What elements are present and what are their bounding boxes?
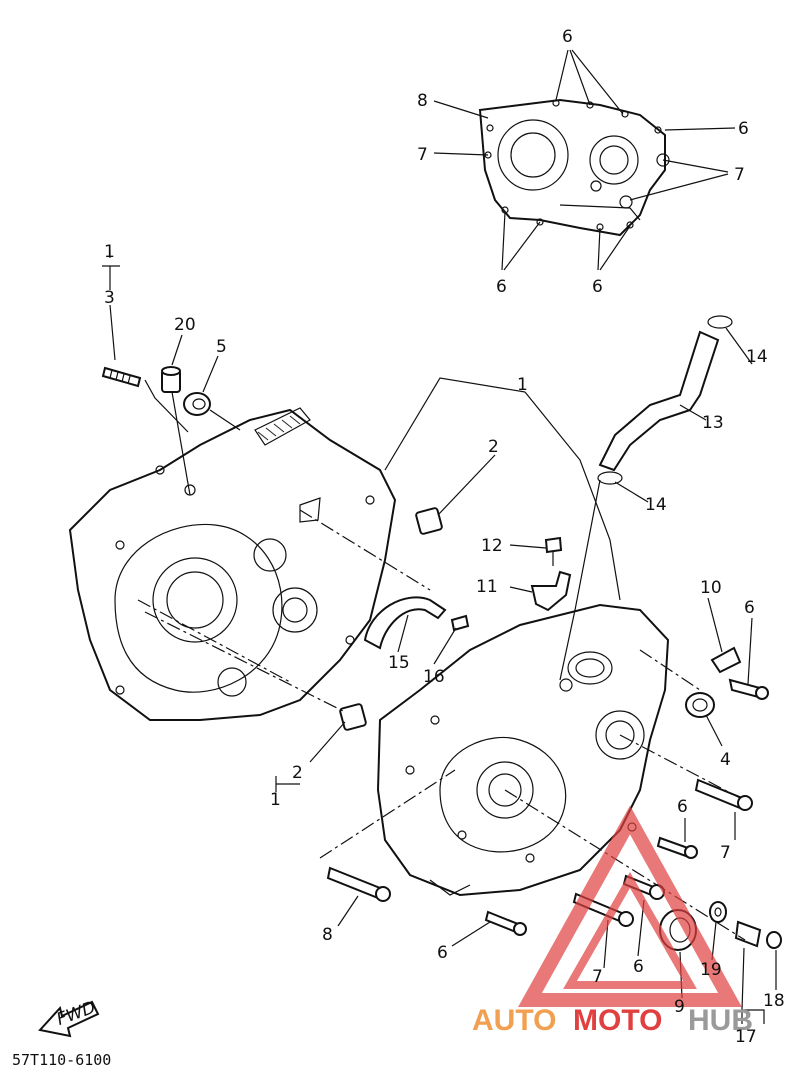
washer-19 <box>709 901 727 923</box>
bolt-6-lower <box>484 910 527 936</box>
washer-18 <box>766 931 782 949</box>
label-14-mid: 14 <box>645 495 667 515</box>
part-code: 57T110-6100 <box>12 1051 111 1069</box>
leader-lines <box>102 250 777 1024</box>
watermark-text: AUTO MOTO HUB <box>472 1004 753 1037</box>
label-11: 11 <box>476 577 498 597</box>
label-6-right-a: 6 <box>744 598 755 618</box>
watermark-part2: MOTO <box>573 1004 662 1037</box>
gasket-leader-lines <box>433 49 736 271</box>
label-4: 4 <box>720 750 731 770</box>
label-17: 17 <box>735 1027 757 1047</box>
watermark-part3: HUB <box>688 1004 753 1037</box>
label-2-lower: 2 <box>292 763 303 783</box>
label-6-gasket-br: 6 <box>592 277 603 297</box>
label-1-center: 1 <box>517 375 528 395</box>
label-6-gasket-bl: 6 <box>496 277 507 297</box>
crankcase-gasket <box>478 98 670 237</box>
label-14-top: 14 <box>746 347 768 367</box>
label-15: 15 <box>388 653 410 673</box>
label-6-gasket-right: 6 <box>738 119 749 139</box>
label-1-top: 1 <box>104 242 115 262</box>
callout-labels: 1 3 20 5 1 2 12 11 15 16 10 6 4 14 13 14… <box>104 27 785 1047</box>
label-7-lower: 7 <box>592 967 603 987</box>
fwd-arrow: FWD <box>38 998 100 1038</box>
dowel-pin-2-lower <box>339 703 367 731</box>
label-8-lower: 8 <box>322 925 333 945</box>
label-2-center: 2 <box>488 437 499 457</box>
label-6-bolt: 6 <box>677 797 688 817</box>
right-crankcase <box>376 603 670 897</box>
label-5: 5 <box>216 337 227 357</box>
dowel-pin-20 <box>161 366 181 393</box>
oil-seal-5 <box>183 392 211 416</box>
bolt-6-lower-right <box>656 836 698 859</box>
clip-14-mid <box>597 471 623 485</box>
label-10: 10 <box>700 578 722 598</box>
left-crankcase <box>68 407 397 721</box>
bolt-6-right <box>728 678 769 700</box>
bolt-7-right <box>694 778 753 811</box>
label-7-gasket-right: 7 <box>734 165 745 185</box>
label-19: 19 <box>700 960 722 980</box>
bolt-17 <box>734 920 762 948</box>
label-3: 3 <box>104 288 115 308</box>
label-7-right: 7 <box>720 843 731 863</box>
holder-11 <box>530 570 572 612</box>
label-16: 16 <box>423 667 445 687</box>
label-6-gasket-top: 6 <box>562 27 573 47</box>
label-13: 13 <box>702 413 724 433</box>
watermark-part1: AUTO <box>472 1004 556 1037</box>
label-12: 12 <box>481 536 503 556</box>
watermark-logo <box>518 805 742 1007</box>
stud-bolt-3 <box>101 366 142 388</box>
label-1-lower: 1 <box>270 790 281 810</box>
oil-seal-4 <box>685 692 715 718</box>
label-8-gasket: 8 <box>417 91 428 111</box>
label-18: 18 <box>763 991 785 1011</box>
label-7-gasket-left: 7 <box>417 145 428 165</box>
bracket-10 <box>710 646 742 674</box>
screw-16 <box>450 614 470 632</box>
bolt-8-lower <box>326 866 391 902</box>
clip-14-top <box>707 315 733 329</box>
label-9: 9 <box>674 997 685 1017</box>
breather-hose-13 <box>598 330 720 472</box>
label-6-lower: 6 <box>437 943 448 963</box>
holder-15 <box>363 596 447 650</box>
label-20: 20 <box>174 315 196 335</box>
screw-12 <box>544 536 563 566</box>
dowel-pin-2-upper <box>415 507 443 535</box>
label-6-lower-2: 6 <box>633 957 644 977</box>
